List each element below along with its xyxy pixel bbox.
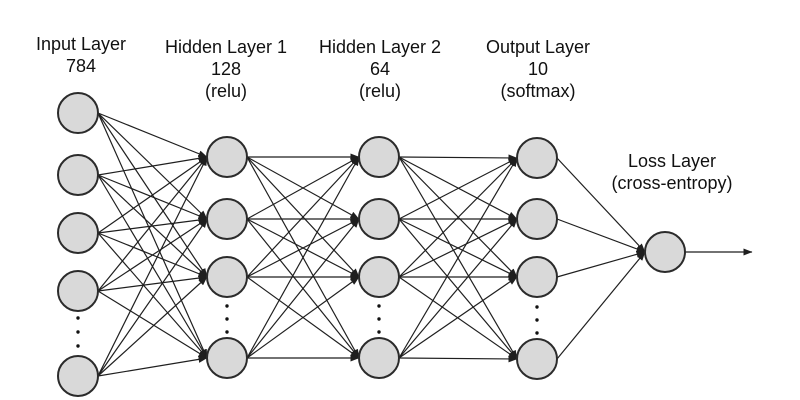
edge-line <box>556 157 646 253</box>
ellipsis-dot <box>377 304 381 308</box>
edge-line <box>246 156 360 278</box>
edge-line <box>398 218 518 359</box>
layer-title: Hidden Layer 2 <box>318 37 442 57</box>
edge-line <box>398 157 518 359</box>
edge-line <box>556 218 646 253</box>
edge-line <box>97 232 208 359</box>
ellipsis-dot <box>76 344 80 348</box>
edge-line <box>246 218 360 278</box>
ellipsis-dot <box>225 330 229 334</box>
hidden2-node <box>358 198 400 240</box>
hidden1-node <box>206 136 248 178</box>
edge-line <box>246 276 360 359</box>
layer-title: Input Layer <box>35 34 127 54</box>
edge-line <box>97 218 208 377</box>
layer-label-hidden1: Hidden Layer 1 128 (relu) <box>165 36 287 102</box>
input-node <box>57 355 99 397</box>
edge-line <box>398 276 518 359</box>
edge-line <box>246 156 360 220</box>
layer-label-hidden2: Hidden Layer 2 64 (relu) <box>319 36 441 102</box>
edge-line <box>97 154 208 176</box>
edge-line <box>398 218 518 278</box>
hidden2-node <box>358 337 400 379</box>
layer-label-loss: Loss Layer (cross-entropy) <box>611 150 732 194</box>
input-node <box>57 92 99 134</box>
ellipsis-dot <box>377 317 381 321</box>
layer-label-output: Output Layer 10 (softmax) <box>486 36 590 102</box>
output-node <box>516 137 558 179</box>
ellipsis-dot <box>535 318 539 322</box>
output-node <box>516 256 558 298</box>
layer-title: Hidden Layer 1 <box>164 37 288 57</box>
edge-line <box>97 174 208 220</box>
edge-line <box>398 154 518 162</box>
edge-line <box>556 250 646 278</box>
edge-line <box>97 156 208 377</box>
ellipsis-dot <box>535 305 539 309</box>
hidden1-node <box>206 337 248 379</box>
layer-size: 128 <box>210 59 242 79</box>
edge-line <box>97 355 208 377</box>
layer-title: Loss Layer <box>627 151 717 171</box>
layer-activation: (relu) <box>358 81 401 101</box>
edge-line <box>97 112 208 359</box>
edge-line <box>97 156 208 234</box>
hidden1-node <box>206 198 248 240</box>
input-node <box>57 270 99 312</box>
edge-line <box>97 290 208 359</box>
layer-activation: (softmax) <box>500 81 576 101</box>
layer-title: Output Layer <box>485 37 591 57</box>
ellipsis-dot <box>535 331 539 335</box>
layer-size: 784 <box>65 56 97 76</box>
layer-activation: (relu) <box>204 81 247 101</box>
edge-line <box>97 112 208 158</box>
loss-node <box>644 231 686 273</box>
edge-line <box>97 156 208 292</box>
ellipsis-dot <box>377 330 381 334</box>
edge-line <box>97 218 208 292</box>
input-node <box>57 212 99 254</box>
edge-line <box>97 276 208 377</box>
edge-line <box>246 156 360 359</box>
ellipsis-dot <box>76 330 80 334</box>
ellipsis-dot <box>225 317 229 321</box>
edge-line <box>556 251 646 360</box>
layer-size: 64 <box>369 59 391 79</box>
output-node <box>516 198 558 240</box>
hidden2-node <box>358 256 400 298</box>
input-node <box>57 154 99 196</box>
ellipsis-dot <box>76 316 80 320</box>
layer-activation: (cross-entropy) <box>611 173 733 193</box>
hidden2-node <box>358 136 400 178</box>
ellipsis-dot <box>225 304 229 308</box>
output-node <box>516 338 558 380</box>
edge-line <box>398 355 518 363</box>
hidden1-node <box>206 256 248 298</box>
edge-line <box>246 218 360 359</box>
layer-label-input: Input Layer 784 <box>36 33 126 77</box>
edge-line <box>398 157 518 220</box>
layer-size: 10 <box>527 59 549 79</box>
edge-line <box>97 274 208 292</box>
edge-line <box>97 216 208 234</box>
edge-line <box>398 157 518 278</box>
